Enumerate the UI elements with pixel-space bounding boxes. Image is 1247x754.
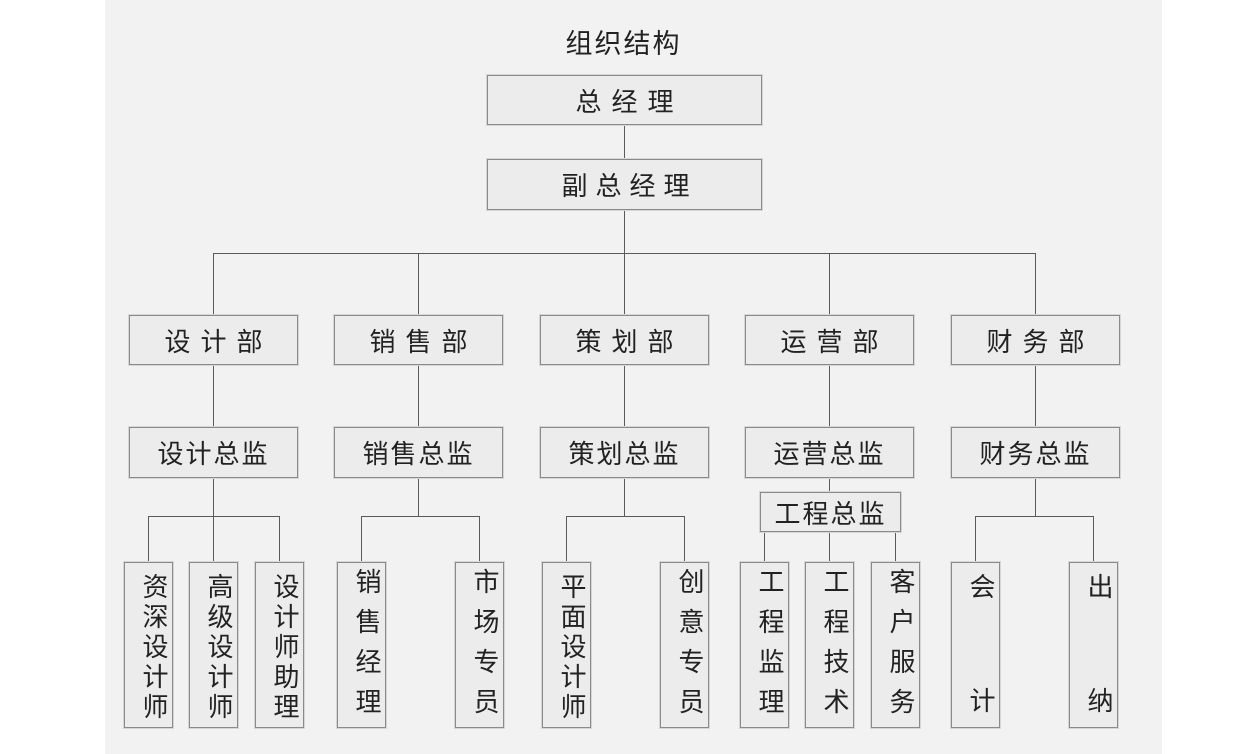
connector xyxy=(566,516,567,562)
staff-accounting: 会 计 xyxy=(951,562,1000,728)
staff-sales-manager: 销售经理 xyxy=(337,562,386,728)
staff-senior-designer: 资深设计师 xyxy=(124,562,173,728)
connector xyxy=(418,478,419,516)
director-engineering: 工程总监 xyxy=(760,492,901,532)
connector xyxy=(213,365,214,427)
staff-creative-specialist: 创意专员 xyxy=(660,562,709,728)
connector xyxy=(895,532,896,562)
staff-engineering-technology: 工程技术 xyxy=(805,562,854,728)
connector xyxy=(148,516,280,517)
connector xyxy=(479,516,480,562)
dept-design: 设计部 xyxy=(129,315,298,365)
connector xyxy=(684,516,685,562)
staff-graphic-designer: 平面设计师 xyxy=(542,562,591,728)
connector xyxy=(418,253,419,315)
director-operations: 运营总监 xyxy=(745,427,914,478)
connector xyxy=(624,125,625,159)
staff-cashier-char-2: 纳 xyxy=(1083,687,1113,717)
connector xyxy=(624,365,625,427)
staff-designer-assistant: 设计师助理 xyxy=(255,562,304,728)
connector xyxy=(213,253,214,315)
connector xyxy=(566,516,685,517)
connector xyxy=(361,516,480,517)
staff-accounting-char-2: 计 xyxy=(965,687,995,717)
connector xyxy=(361,516,362,562)
connector xyxy=(624,478,625,516)
connector xyxy=(764,532,765,562)
director-sales: 销售总监 xyxy=(334,427,503,478)
staff-customer-service: 客户服务 xyxy=(871,562,920,728)
dept-operations: 运营部 xyxy=(745,315,914,365)
dept-sales: 销售部 xyxy=(334,315,503,365)
vp-box: 副总经理 xyxy=(487,159,762,210)
dept-finance: 财务部 xyxy=(951,315,1120,365)
staff-cashier: 出 纳 xyxy=(1069,562,1118,728)
connector xyxy=(418,365,419,427)
connector xyxy=(213,478,214,516)
connector xyxy=(829,365,830,427)
chart-title: 组织结构 xyxy=(565,29,682,60)
connector xyxy=(975,516,976,562)
connector xyxy=(975,516,1094,517)
connector xyxy=(624,210,625,253)
staff-marketing-specialist: 市场专员 xyxy=(455,562,504,728)
connector xyxy=(148,516,149,562)
ceo-box: 总经理 xyxy=(487,75,762,125)
director-finance: 财务总监 xyxy=(951,427,1120,478)
staff-engineering-supervision: 工程监理 xyxy=(740,562,789,728)
connector xyxy=(1035,365,1036,427)
director-planning: 策划总监 xyxy=(540,427,709,478)
connector xyxy=(213,516,214,562)
connector xyxy=(829,532,830,562)
connector xyxy=(1035,478,1036,516)
staff-cashier-char-1: 出 xyxy=(1083,573,1113,603)
connector xyxy=(1035,253,1036,315)
dept-planning: 策划部 xyxy=(540,315,709,365)
connector xyxy=(279,516,280,562)
staff-accounting-char-1: 会 xyxy=(965,573,995,603)
connector xyxy=(624,253,625,315)
staff-advanced-designer: 高级设计师 xyxy=(189,562,238,728)
connector xyxy=(1093,516,1094,562)
connector xyxy=(829,478,830,492)
director-design: 设计总监 xyxy=(129,427,298,478)
connector xyxy=(829,253,830,315)
